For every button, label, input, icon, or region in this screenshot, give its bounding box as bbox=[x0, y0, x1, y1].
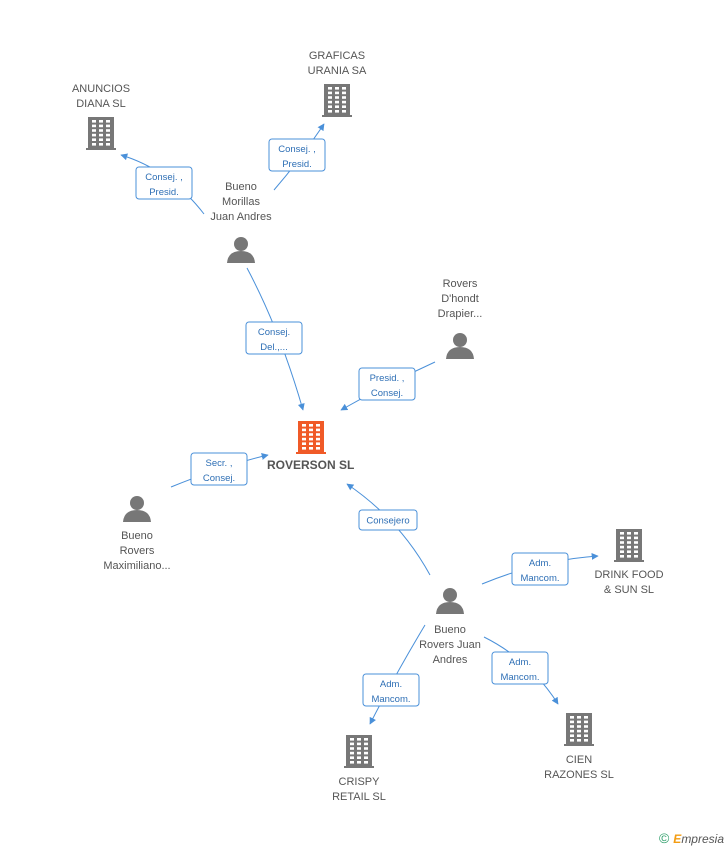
company-label-cien-line: RAZONES SL bbox=[544, 769, 614, 781]
brand-name: mpresia bbox=[681, 832, 724, 846]
person-label-maximiliano-line: Maximiliano... bbox=[103, 560, 170, 572]
company-label-drink-line: & SUN SL bbox=[604, 584, 654, 596]
relation-role-text: Consej. bbox=[371, 388, 403, 399]
person-label-dhondt-line: Rovers bbox=[443, 278, 478, 290]
company-label-crispy: CRISPY RETAIL SL bbox=[332, 776, 386, 803]
company-label-crispy-line: CRISPY bbox=[339, 776, 381, 788]
relation-role-text: Presid. bbox=[282, 159, 312, 170]
person-icon[interactable] bbox=[227, 237, 255, 263]
company-label-cien: CIEN RAZONES SL bbox=[544, 754, 614, 781]
copyright-symbol: © bbox=[658, 830, 670, 846]
building-icon[interactable] bbox=[344, 735, 374, 768]
company-label-anuncios: ANUNCIOS DIANA SL bbox=[72, 83, 130, 110]
relation-role-text: Consej. bbox=[203, 473, 235, 484]
relation-role-text: Mancom. bbox=[500, 672, 539, 683]
company-label-graficas-line: GRAFICAS bbox=[309, 50, 365, 62]
person-icon[interactable] bbox=[123, 496, 151, 522]
person-label-dhondt-line: D'hondt bbox=[441, 293, 479, 305]
relation-label-morillas-anuncios[interactable]: Consej. , Presid. bbox=[135, 166, 193, 200]
person-label-morillas-line: Morillas bbox=[222, 196, 260, 208]
relation-label-juanandres-crispy[interactable]: Adm. Mancom. bbox=[362, 673, 420, 707]
relation-role-text: Adm. bbox=[380, 679, 402, 690]
brand-initial: E bbox=[673, 832, 682, 846]
person-label-juanandres-line: Andres bbox=[433, 654, 468, 666]
person-label-juanandres-line: Bueno bbox=[434, 624, 466, 636]
relation-label-juanandres-cien[interactable]: Adm. Mancom. bbox=[491, 651, 549, 685]
relation-role-text: Consejero bbox=[366, 516, 409, 527]
relation-role-text: Consej. , bbox=[278, 144, 316, 155]
person-label-maximiliano-line: Rovers bbox=[120, 545, 155, 557]
relation-role-text: Consej. , bbox=[145, 172, 183, 183]
relation-role-text: Presid. bbox=[149, 187, 179, 198]
relation-role-text: Adm. bbox=[529, 558, 551, 569]
relation-label-maximiliano-center[interactable]: Secr. , Consej. bbox=[190, 452, 248, 486]
relation-label-dhondt-center[interactable]: Presid. , Consej. bbox=[358, 367, 416, 401]
building-icon[interactable] bbox=[86, 117, 116, 150]
relation-role-text: Mancom. bbox=[520, 573, 559, 584]
relation-role-text: Secr. , bbox=[206, 458, 233, 469]
company-label-crispy-line: RETAIL SL bbox=[332, 791, 386, 803]
building-icon[interactable] bbox=[322, 84, 352, 117]
center-building-icon[interactable] bbox=[296, 421, 326, 454]
company-label-drink: DRINK FOOD & SUN SL bbox=[594, 569, 663, 596]
person-label-juanandres-line: Rovers Juan bbox=[419, 639, 481, 651]
building-icon[interactable] bbox=[614, 529, 644, 562]
company-label-graficas: GRAFICAS URANIA SA bbox=[308, 50, 367, 77]
relation-label-juanandres-center[interactable]: Consejero bbox=[358, 509, 418, 531]
relation-label-morillas-center[interactable]: Consej. Del.,... bbox=[245, 321, 303, 355]
building-icon[interactable] bbox=[564, 713, 594, 746]
relation-label-juanandres-drink[interactable]: Adm. Mancom. bbox=[511, 552, 569, 586]
person-label-maximiliano-line: Bueno bbox=[121, 530, 153, 542]
person-icon[interactable] bbox=[446, 333, 474, 359]
brand-footer: ©Empresia bbox=[659, 830, 724, 846]
relation-role-text: Consej. bbox=[258, 327, 290, 338]
relation-role-text: Mancom. bbox=[371, 694, 410, 705]
company-label-anuncios-line: DIANA SL bbox=[76, 98, 126, 110]
company-label-graficas-line: URANIA SA bbox=[308, 65, 367, 77]
relation-label-morillas-graficas[interactable]: Consej. , Presid. bbox=[268, 138, 326, 172]
relation-role-text: Del.,... bbox=[260, 342, 287, 353]
relation-role-text: Presid. , bbox=[370, 373, 405, 384]
person-label-dhondt-line: Drapier... bbox=[438, 308, 483, 320]
company-label-anuncios-line: ANUNCIOS bbox=[72, 83, 130, 95]
person-icon[interactable] bbox=[436, 588, 464, 614]
relation-role-text: Adm. bbox=[509, 657, 531, 668]
person-label-morillas-line: Bueno bbox=[225, 181, 257, 193]
center-company-name[interactable]: ROVERSON SL bbox=[267, 458, 354, 472]
company-label-drink-line: DRINK FOOD bbox=[594, 569, 663, 581]
person-label-morillas-line: Juan Andres bbox=[210, 211, 272, 223]
company-label-cien-line: CIEN bbox=[566, 754, 592, 766]
